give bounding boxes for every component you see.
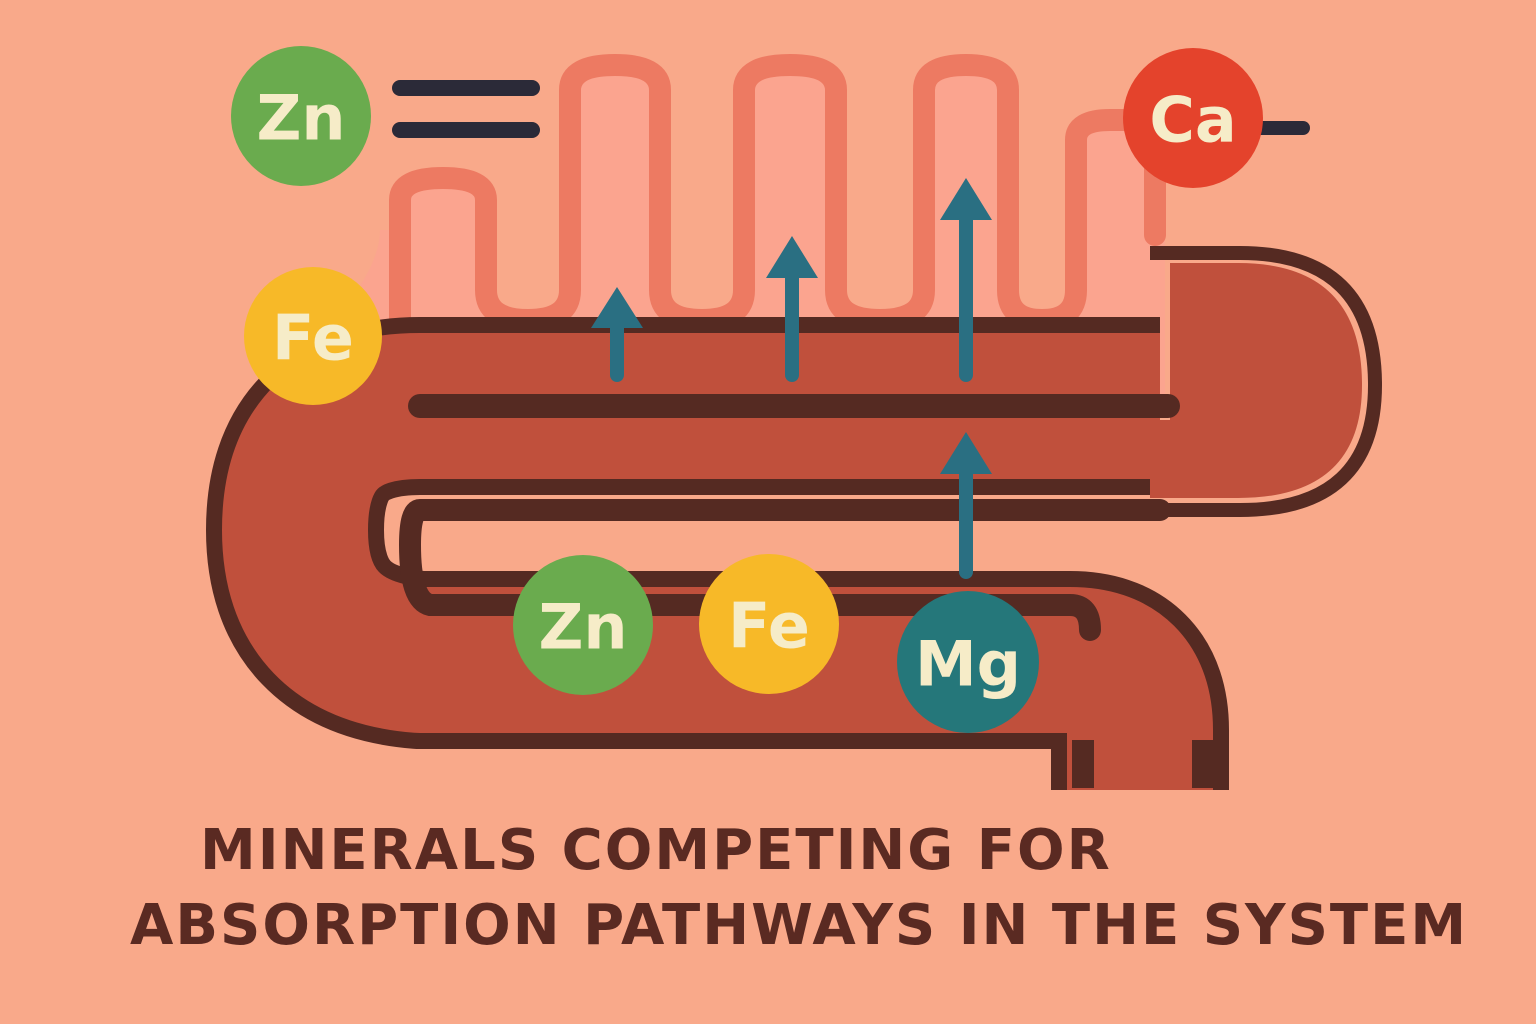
mineral-fe-left-circle [244,267,382,405]
mineral-mg-bottom-circle [897,591,1039,733]
mineral-zn-bottom-circle [513,555,653,695]
bond-dashes [392,80,1310,138]
mineral-mg-bottom: Mg [897,591,1039,733]
caption-line-1: MINERALS COMPETING FOR [200,818,1112,883]
mineral-fe-bottom-label: Fe [728,590,810,663]
intestine-inner-line [398,499,1171,641]
arrow-up-4 [940,432,992,579]
intestine-end-outline [1072,740,1214,788]
mineral-fe-left: Fe [244,267,382,405]
intestine-body [222,333,1213,803]
mineral-zn-top-circle [231,46,371,186]
intestine-right-bend [1150,263,1362,498]
mineral-ca-top-circle [1123,48,1263,188]
intestine-right-bend-outline [1150,246,1383,517]
arrow-up-3 [940,178,992,382]
mineral-zn-bottom: Zn [513,555,653,695]
caption-line-2: ABSORPTION PATHWAYS IN THE SYSTEM [130,893,1469,958]
mineral-zn-top-label: Zn [256,82,345,155]
absorption-arrows [591,178,992,579]
mineral-zn-bottom-label: Zn [538,591,627,664]
intestine [206,246,1383,819]
mineral-zn-top: Zn [231,46,371,186]
arrow-up-1 [591,287,643,382]
mineral-fe-left-label: Fe [272,302,354,375]
mineral-ca-top-label: Ca [1149,84,1236,157]
mineral-ca-top: Ca [1123,48,1263,188]
mineral-mg-bottom-label: Mg [915,628,1021,701]
mineral-fe-bottom: Fe [699,554,839,694]
mineral-fe-bottom-circle [699,554,839,694]
arrow-up-2 [766,236,818,382]
